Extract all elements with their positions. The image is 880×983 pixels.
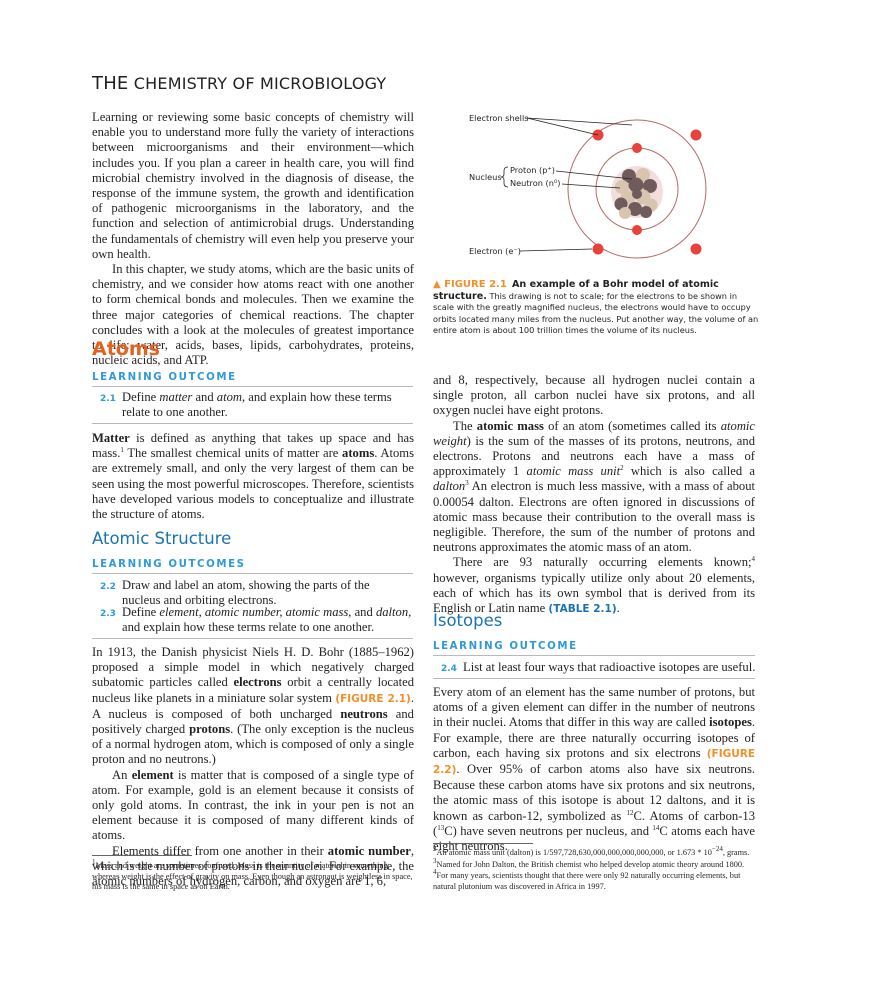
bohr-atom-diagram: [500, 117, 707, 259]
right-column-text: and 8, respectively, because all hydroge…: [433, 373, 755, 617]
label-proton: Proton (p⁺): [510, 165, 555, 175]
divider: [92, 423, 413, 424]
footnote-1: 1Mass and weight are sometimes confused.…: [92, 858, 413, 891]
table-2-1-link[interactable]: (TABLE 2.1): [548, 603, 617, 616]
nucleus: [614, 168, 658, 219]
outer-shell: [567, 119, 707, 259]
caption-title: An example of a Bohr model of atomic str…: [433, 279, 719, 302]
caption-label: ▲ FIGURE 2.1: [433, 279, 507, 290]
figure-2-2-link[interactable]: (FIGURE 2.2): [433, 747, 755, 777]
paragraph-bohr: In 1913, the Danish physicist Niels H. D…: [92, 645, 414, 767]
caption-text: This drawing is not to scale; for the el…: [433, 290, 759, 336]
divider: [92, 638, 413, 639]
label-electron-shells: Electron shells: [469, 113, 529, 123]
paragraph-elements-count: There are 93 naturally occurring element…: [433, 555, 755, 616]
heading-atoms: Atoms: [92, 338, 160, 360]
intro-text: Learning or reviewing some basic concept…: [92, 110, 414, 368]
divider: [92, 573, 413, 574]
learning-outcome-label: LEARNING OUTCOME: [92, 372, 237, 383]
learning-outcomes-label: LEARNING OUTCOMES: [92, 559, 246, 570]
figure-2-1-link[interactable]: (FIGURE 2.1): [335, 692, 411, 705]
structure-body: In 1913, the Danish physicist Niels H. D…: [92, 645, 414, 889]
paragraph-continued: and 8, respectively, because all hydroge…: [433, 373, 755, 418]
divider: [433, 678, 755, 679]
intro-paragraph-1: Learning or reviewing some basic concept…: [92, 110, 414, 261]
paragraph-element: An element is matter that is composed of…: [92, 767, 414, 843]
intro-paragraph-2: In this chapter, we study atoms, which a…: [92, 262, 414, 368]
figure-bohr-model: Electron shells Nucleus Proton (p⁺) Neut…: [432, 105, 762, 270]
divider: [92, 386, 413, 387]
figure-caption: ▲ FIGURE 2.1 An example of a Bohr model …: [433, 279, 759, 337]
paragraph-atomic-number: Elements differ from one another in thei…: [92, 843, 414, 889]
footnote-rule: [92, 855, 192, 856]
footnote-4: 4For many years, scientists thought that…: [433, 868, 741, 891]
divider: [433, 655, 755, 656]
footnotes-right: 2An atomic mass unit (dalton) is 1/597,7…: [433, 845, 758, 892]
paragraph-atomic-mass: The atomic mass of an atom (sometimes ca…: [433, 418, 756, 555]
label-nucleus: Nucleus: [469, 172, 502, 182]
footnote-2: 2An atomic mass unit (dalton) is 1/597,7…: [433, 845, 750, 857]
paragraph-matter: Matter is defined as anything that takes…: [92, 431, 414, 522]
learning-outcome-label: LEARNING OUTCOME: [433, 641, 578, 652]
label-neutron: Neutron (n⁰): [510, 178, 561, 188]
heading-atomic-structure: Atomic Structure: [92, 529, 232, 548]
paragraph-isotopes: Every atom of an element has the same nu…: [433, 685, 755, 854]
footnote-rule: [433, 843, 533, 844]
running-head: THE CHEMISTRY OF MICROBIOLOGY: [92, 73, 387, 94]
heading-isotopes: Isotopes: [433, 611, 503, 630]
label-electron: Electron (e⁻): [469, 246, 521, 256]
footnote-3: 3Named for John Dalton, the British chem…: [433, 856, 745, 869]
